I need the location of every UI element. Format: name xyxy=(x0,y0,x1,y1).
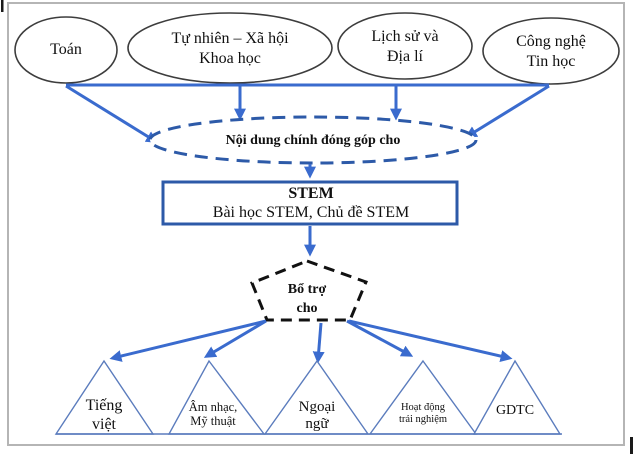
label-ngoai-ngu-line2: ngữ xyxy=(305,415,329,432)
top-connector-arrows xyxy=(65,83,550,143)
arrow-cong-nghe-to-content xyxy=(464,84,550,138)
stem-title: STEM xyxy=(288,185,334,202)
arrow-to-hoat-dong xyxy=(346,319,414,357)
label-support-line1: Bổ trợ xyxy=(287,282,327,297)
label-cong-nghe-line1: Công nghệ xyxy=(516,33,586,50)
label-cong-nghe-tin-hoc: Công nghệ Tin học xyxy=(491,32,611,71)
label-stem-box: STEM Bài học STEM, Chủ đề STEM xyxy=(165,185,457,222)
stem-subtitle: Bài học STEM, Chủ đề STEM xyxy=(212,204,410,221)
contribution-dashed-ellipse xyxy=(148,115,478,165)
label-support-line2: cho xyxy=(296,301,318,316)
cursor-mark-bottom-right xyxy=(630,437,633,454)
label-am-nhac-my-thuat: Âm nhạc, Mỹ thuật xyxy=(164,400,262,428)
label-ngoai-ngu: Ngoại ngữ xyxy=(267,399,367,432)
label-tu-nhien-xa-hoi: Tự nhiên – Xã hội Khoa học xyxy=(130,29,330,68)
subject-ellipse-lich-su-dia-li xyxy=(337,12,473,80)
label-tieng-viet-line1: Tiếng xyxy=(85,397,123,414)
label-toan: Toán xyxy=(16,40,116,60)
label-lich-su-dia-li: Lịch sử và Địa lí xyxy=(345,27,465,66)
label-tu-nhien-line1: Tự nhiên – Xã hội xyxy=(171,30,289,47)
target-triangles xyxy=(54,359,562,435)
label-gdtc: GDTC xyxy=(465,403,565,419)
label-gdtc-line1: GDTC xyxy=(495,403,535,418)
arrow-toan-to-content xyxy=(65,84,159,143)
subject-ellipse-tu-nhien-xa-hoi xyxy=(127,12,333,84)
triangle-gdtc xyxy=(472,359,562,435)
subject-ellipse-toan xyxy=(14,16,118,84)
label-toan-line1: Toán xyxy=(50,41,82,58)
arrow-to-tieng-viet xyxy=(109,319,267,362)
label-tieng-viet-line2: việt xyxy=(92,415,116,433)
arrow-to-am-nhac xyxy=(203,319,267,358)
stem-box xyxy=(161,180,459,226)
arrow-to-gdtc xyxy=(348,319,513,362)
page-frame-border xyxy=(7,2,625,446)
corner-mark-top-left xyxy=(1,0,4,12)
label-hoat-dong-trai-nghiem: Hoạt động trải nghiệm xyxy=(373,402,473,426)
label-cong-nghe-line2: Tin học xyxy=(526,52,576,70)
label-tieng-viet: Tiếng việt xyxy=(54,397,154,434)
label-am-nhac-line2: Mỹ thuật xyxy=(190,413,236,428)
support-fan-arrows xyxy=(109,319,513,364)
label-contribution: Nội dung chính đóng góp cho xyxy=(163,133,463,150)
label-am-nhac-line1: Âm nhạc, xyxy=(188,400,238,414)
label-hoat-dong-line1: Hoạt động xyxy=(400,402,446,413)
support-pentagon xyxy=(250,259,368,322)
label-tu-nhien-line2: Khoa học xyxy=(199,49,261,67)
label-contribution-text: Nội dung chính đóng góp cho xyxy=(225,133,401,148)
label-support-pentagon: Bổ trợ cho xyxy=(257,280,357,318)
label-lich-su-line2: Địa lí xyxy=(387,47,423,65)
label-ngoai-ngu-line1: Ngoại xyxy=(298,399,336,415)
arrow-to-ngoai-ngu xyxy=(312,322,325,364)
label-lich-su-line1: Lịch sử và xyxy=(371,28,439,45)
label-hoat-dong-line2: trải nghiệm xyxy=(398,414,448,425)
subject-ellipse-cong-nghe-tin-hoc xyxy=(482,17,620,85)
